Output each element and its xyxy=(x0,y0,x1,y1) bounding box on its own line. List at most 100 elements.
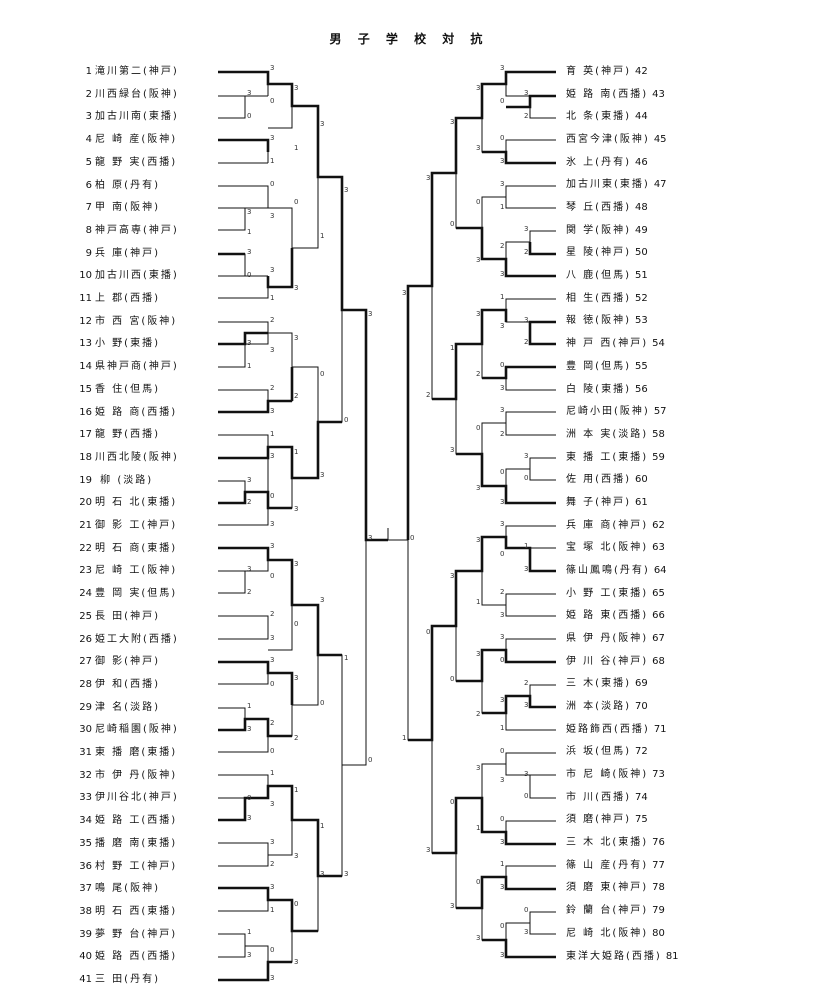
match-score: 3 xyxy=(500,384,504,392)
team-name: 市 尼 崎(阪神) xyxy=(566,769,649,781)
team-seed-number: 14 xyxy=(79,361,92,373)
team-seed-number: 75 xyxy=(634,814,648,826)
team-seed-number: 11 xyxy=(79,293,92,304)
team-seed-number: 3 xyxy=(85,111,92,123)
team-seed-number: 4 xyxy=(85,134,92,146)
match-score: 0 xyxy=(524,474,528,482)
team-seed-number: 51 xyxy=(634,270,648,282)
match-score: 3 xyxy=(524,701,528,709)
match-score: 1 xyxy=(524,542,528,550)
team-row: 白 陵(東播)56 xyxy=(566,382,648,398)
match-score: 0 xyxy=(500,134,504,142)
team-name: 三 木 北(東播) xyxy=(566,837,649,849)
match-score: 1 xyxy=(500,724,504,732)
team-seed-number: 32 xyxy=(79,769,92,781)
team-seed-number: 46 xyxy=(634,156,648,168)
match-score: 2 xyxy=(270,384,274,392)
team-row: 神 戸 西(神戸)54 xyxy=(566,336,665,352)
match-score: 2 xyxy=(294,392,298,400)
team-name: 相 生(西播) xyxy=(566,292,631,304)
match-score: 3 xyxy=(476,934,480,942)
team-seed-number: 13 xyxy=(79,338,92,350)
team-row: 豊 岡(但馬)55 xyxy=(566,359,648,375)
team-seed-number: 19 xyxy=(79,474,92,486)
team-name: 姫 路 工(西播) xyxy=(95,815,178,827)
match-score: 3 xyxy=(270,656,274,664)
match-score: 3 xyxy=(450,118,454,126)
match-score: 2 xyxy=(500,242,504,250)
match-score: 3 xyxy=(524,770,528,778)
team-row: 琴 丘(西播)48 xyxy=(566,200,648,216)
team-name: 西宮今津(阪神) xyxy=(566,134,650,146)
team-seed-number: 78 xyxy=(652,882,665,894)
team-row: 舞 子(神戸)61 xyxy=(566,495,648,511)
team-name: 川西北陵(阪神) xyxy=(95,451,179,463)
team-seed-number: 6 xyxy=(85,179,92,191)
match-score: 0 xyxy=(500,97,504,105)
team-name: 播 磨 南(東播) xyxy=(95,837,178,849)
team-name: 夢 野 台(神戸) xyxy=(95,928,178,940)
team-row: 北 条(東播)44 xyxy=(566,109,648,125)
match-score: 3 xyxy=(500,611,504,619)
match-score: 1 xyxy=(270,430,274,438)
match-score: 3 xyxy=(368,310,372,318)
match-score: 3 xyxy=(294,284,298,292)
team-name: 神戸高専(神戸) xyxy=(95,224,179,236)
match-score: 0 xyxy=(247,794,251,802)
team-seed-number: 28 xyxy=(79,678,92,690)
match-score: 3 xyxy=(524,928,528,936)
match-score: 0 xyxy=(524,906,528,914)
team-seed-number: 64 xyxy=(653,564,667,576)
team-seed-number: 29 xyxy=(79,701,92,713)
match-score: 2 xyxy=(294,734,298,742)
team-name: 東洋大姫路(西播) xyxy=(566,950,662,962)
team-seed-number: 58 xyxy=(652,428,665,440)
team-seed-number: 43 xyxy=(652,88,665,100)
match-score: 0 xyxy=(270,680,274,688)
match-score: 1 xyxy=(294,786,298,794)
match-score: 3 xyxy=(500,838,504,846)
match-score: 1 xyxy=(294,144,298,152)
team-name: 明 石 西(東播) xyxy=(95,905,178,917)
match-score: 3 xyxy=(247,476,251,484)
match-score: 1 xyxy=(450,344,454,352)
match-score: 3 xyxy=(270,542,274,550)
team-name: 神 戸 西(神戸) xyxy=(566,338,649,350)
match-score: 3 xyxy=(294,852,298,860)
match-score: 0 xyxy=(320,370,324,378)
match-score: 3 xyxy=(476,144,480,152)
match-score: 3 xyxy=(500,633,504,641)
team-name: 上 郡(西播) xyxy=(95,293,160,304)
match-score: 3 xyxy=(500,776,504,784)
team-name: 龍 野(西播) xyxy=(95,429,160,441)
match-score: 2 xyxy=(270,860,274,868)
team-seed-number: 33 xyxy=(79,792,92,804)
match-score: 3 xyxy=(500,883,504,891)
match-score: 0 xyxy=(410,534,414,542)
team-seed-number: 15 xyxy=(79,383,92,395)
team-row: 須 磨(神戸)75 xyxy=(566,812,648,828)
match-score: 0 xyxy=(476,424,480,432)
match-score: 3 xyxy=(270,346,274,354)
team-seed-number: 52 xyxy=(634,292,648,304)
team-name: 滝川第二(神戸) xyxy=(95,66,179,77)
team-row: 篠 山 産(丹有)77 xyxy=(566,858,665,874)
match-score: 3 xyxy=(476,764,480,772)
team-name: 八 鹿(但馬) xyxy=(566,270,631,282)
match-score: 0 xyxy=(270,492,274,500)
team-name: 尼崎稲園(阪神) xyxy=(95,724,179,736)
team-seed-number: 16 xyxy=(79,406,92,418)
match-score: 1 xyxy=(270,906,274,914)
match-score: 3 xyxy=(476,84,480,92)
